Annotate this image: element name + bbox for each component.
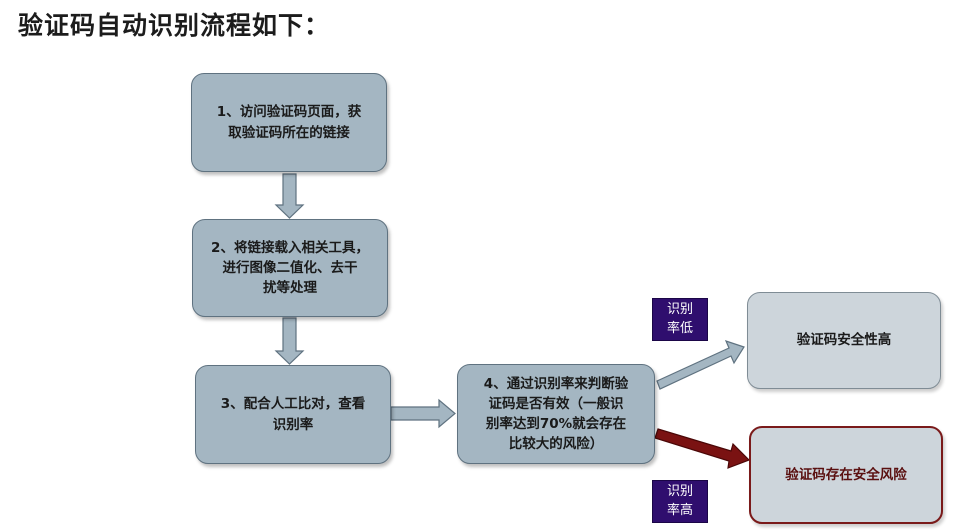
outcome-secure-box: 验证码安全性高 bbox=[747, 292, 941, 389]
page-title: 验证码自动识别流程如下： bbox=[18, 11, 331, 40]
tag-recognition-low: 识别 率低 bbox=[652, 298, 708, 341]
arrow-to-high-risk bbox=[654, 428, 751, 469]
step-4-box: 4、通过识别率来判断验 证码是否有效（一般识 别率达到70%就会存在 比较大的风… bbox=[457, 364, 655, 464]
outcome-risk-box: 验证码存在安全风险 bbox=[749, 426, 943, 524]
tag-recognition-high: 识别 率高 bbox=[652, 480, 708, 523]
arrow-to-low-risk bbox=[656, 340, 745, 390]
step-3-box: 3、配合人工比对，查看 识别率 bbox=[195, 365, 391, 464]
arrow-step2-to-step3 bbox=[274, 317, 305, 365]
step-1-box: 1、访问验证码页面，获 取验证码所在的链接 bbox=[191, 73, 387, 172]
step-2-box: 2、将链接载入相关工具， 进行图像二值化、去干 扰等处理 bbox=[192, 219, 388, 317]
arrow-step1-to-step2 bbox=[274, 173, 305, 219]
arrow-step3-to-step4 bbox=[390, 398, 456, 429]
